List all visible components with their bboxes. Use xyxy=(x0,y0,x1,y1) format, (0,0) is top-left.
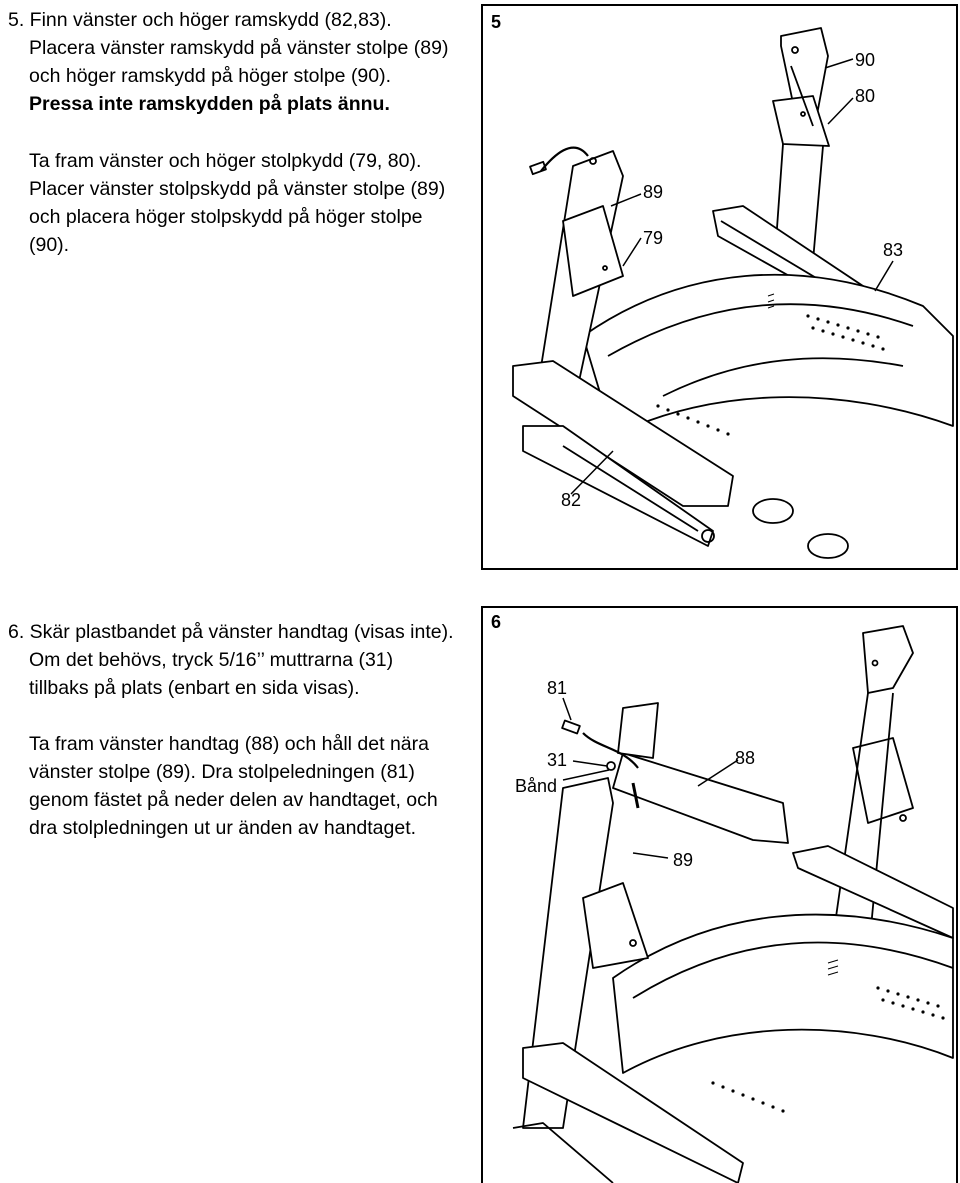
callout-80: 80 xyxy=(855,86,876,106)
step5-para2-line-1: Ta fram vänster och höger stolpkydd (79,… xyxy=(29,150,422,172)
callout-90: 90 xyxy=(855,50,876,70)
step5-panel-number: 5 xyxy=(491,12,502,32)
step6-instructions: 6. Skär plastbandet på vänster handtag (… xyxy=(8,618,454,702)
callout-31: 31 xyxy=(547,750,568,770)
step6-para2-line-2: vänster stolpe (89). Dra stolpeledningen… xyxy=(29,761,415,783)
step5-line-1: 5. Finn vänster och höger ramskydd (82,8… xyxy=(8,9,392,31)
callout-81: 81 xyxy=(547,678,568,698)
step6-illustration-panel: 6 81 31 Bånd 88 89 xyxy=(481,606,958,1183)
step5-warning: Pressa inte ramskydden på plats ännu. xyxy=(29,93,390,115)
step5-illustration-panel: 5 90 80 89 79 83 82 xyxy=(481,4,958,570)
step6-para2-line-3: genom fästet på neder delen av handtaget… xyxy=(29,789,438,811)
step6-para2-line-1: Ta fram vänster handtag (88) och håll de… xyxy=(29,733,429,755)
callout-89-step6: 89 xyxy=(673,850,694,870)
callout-82: 82 xyxy=(561,490,582,510)
step5-line-2: Placera vänster ramskydd på vänster stol… xyxy=(29,37,449,59)
step6-instructions-2: Ta fram vänster handtag (88) och håll de… xyxy=(29,730,438,842)
callout-79: 79 xyxy=(643,228,664,248)
callout-band: Bånd xyxy=(515,776,558,796)
step6-line-3: tillbaks på plats (enbart en sida visas)… xyxy=(29,677,360,699)
step5-para2-line-2: Placer vänster stolpskydd på vänster sto… xyxy=(29,178,446,200)
step5-line-3: och höger ramskydd på höger stolpe (90). xyxy=(29,65,392,87)
step6-para2-line-4: dra stolpledningen ut ur änden av handta… xyxy=(29,817,417,839)
step5-instructions-2: Ta fram vänster och höger stolpkydd (79,… xyxy=(29,147,445,259)
step6-illustration xyxy=(512,625,954,1183)
step6-panel-number: 6 xyxy=(491,612,502,632)
callout-83: 83 xyxy=(883,240,904,260)
callout-89: 89 xyxy=(643,182,664,202)
step5-para2-line-4: (90). xyxy=(29,234,70,256)
step6-line-1: 6. Skär plastbandet på vänster handtag (… xyxy=(8,621,454,643)
step5-illustration xyxy=(512,27,954,559)
step5-instructions: 5. Finn vänster och höger ramskydd (82,8… xyxy=(8,6,448,118)
step5-para2-line-3: och placera höger stolpskydd på höger st… xyxy=(29,206,423,228)
step6-line-2: Om det behövs, tryck 5/16’’ muttrarna (3… xyxy=(29,649,394,671)
callout-88: 88 xyxy=(735,748,756,768)
